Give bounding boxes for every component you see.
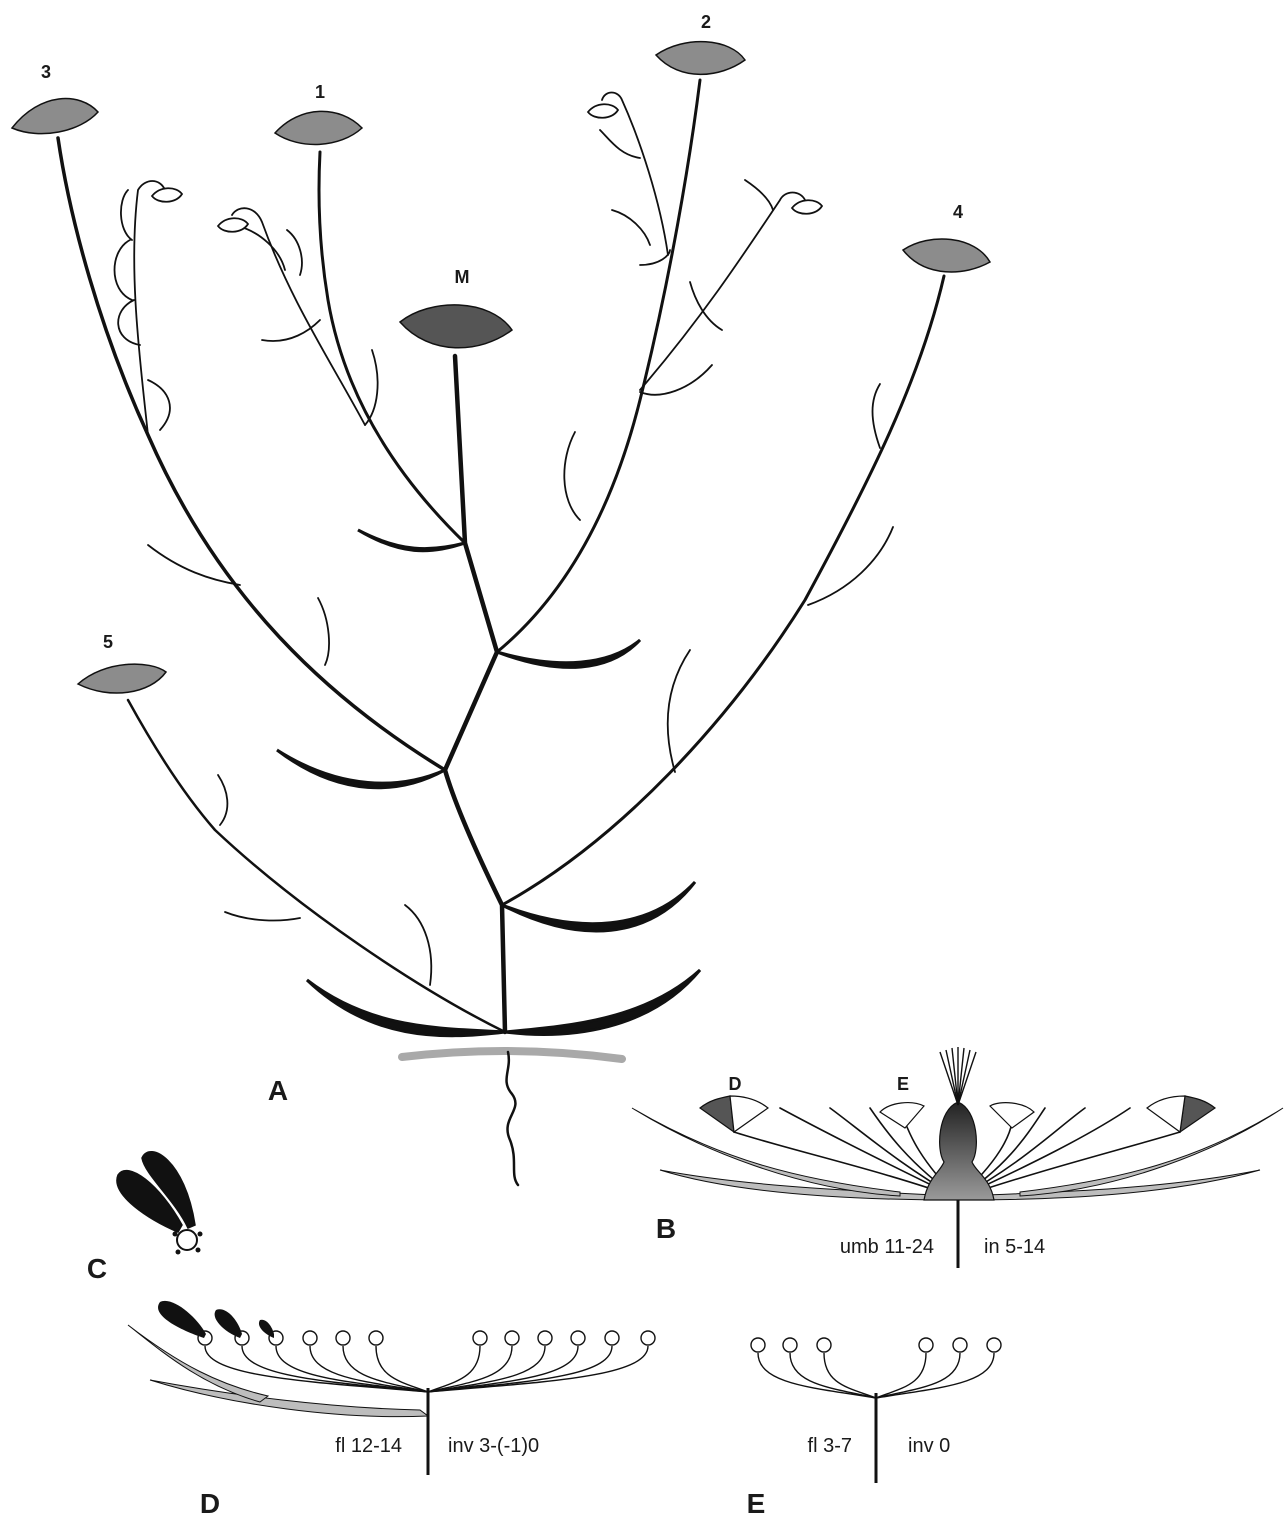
panel-e-caption-right: inv 0 <box>908 1435 950 1457</box>
panel-e-umbellet: fl 3-7 inv 0 E <box>747 1338 1001 1518</box>
panel-d-umbellet: fl 12-14 inv 3-(-1)0 D <box>128 1301 655 1518</box>
basal-bract-left <box>307 980 505 1036</box>
involucre-bract-right-2 <box>1020 1108 1283 1196</box>
main-stem <box>445 356 505 1032</box>
umbellet-d-flower <box>571 1331 585 1345</box>
umbellet-e-rays <box>751 1338 1001 1398</box>
umbel-b-center <box>924 1102 994 1200</box>
panel-b-umbel: D E umb 11-24 in 5-14 B <box>632 1047 1283 1268</box>
panel-label-a: A <box>268 1075 288 1106</box>
bract-m2 <box>497 640 640 667</box>
umbellet-d-rays <box>198 1331 655 1392</box>
umbellet-d-petal-3 <box>259 1320 274 1338</box>
sub-branch-2a <box>602 93 668 256</box>
umbel-label-main: M <box>455 267 470 287</box>
umbellet-d-flower <box>641 1331 655 1345</box>
panel-b-marker-e: E <box>897 1074 909 1094</box>
umbel-b-stamens <box>940 1047 976 1105</box>
umbel-label-4: 4 <box>953 202 963 222</box>
umbellet-e-flower <box>919 1338 933 1352</box>
insect-leg-dot <box>196 1248 201 1253</box>
insect-leg-dot <box>176 1250 181 1255</box>
panel-label-b: B <box>656 1213 676 1244</box>
branch-2 <box>497 80 700 652</box>
umbel-5-head <box>78 664 166 693</box>
small-bracts <box>115 130 894 985</box>
basal-bract-right <box>505 970 700 1034</box>
umbellet-e-flower <box>953 1338 967 1352</box>
umbellet-d-flower <box>473 1331 487 1345</box>
umbel-3-head <box>12 99 98 134</box>
sub-branch-1a <box>232 208 365 425</box>
insect-leg-dot <box>173 1232 178 1237</box>
branch-4 <box>502 276 944 905</box>
umbel-label-5: 5 <box>103 632 113 652</box>
panel-b-caption-right: in 5-14 <box>984 1236 1045 1258</box>
panel-label-c: C <box>87 1253 107 1284</box>
umbellet-d-flower <box>303 1331 317 1345</box>
bract-m1 <box>358 530 465 551</box>
umbel-b-marker-d-left <box>700 1096 768 1132</box>
panel-d-caption-left: fl 12-14 <box>335 1435 402 1457</box>
umbellet-e-flower <box>817 1338 831 1352</box>
umbel-b-marker-e-left <box>880 1103 924 1128</box>
branch-5 <box>128 700 505 1032</box>
insect-leg-dot <box>198 1232 203 1237</box>
sub-branch-3a <box>134 181 165 435</box>
panel-b-marker-d: D <box>729 1074 742 1094</box>
panel-b-caption-left: umb 11-24 <box>840 1236 934 1258</box>
umbel-1-head <box>275 111 362 144</box>
umbellet-d-flower <box>369 1331 383 1345</box>
panel-label-d: D <box>200 1488 220 1518</box>
umbellet-d-flower <box>538 1331 552 1345</box>
umbel-2-head <box>656 42 745 75</box>
panel-a-plant: 3 1 2 4 5 M A <box>12 12 990 1185</box>
flower-buds <box>152 104 822 232</box>
panel-d-caption-right: inv 3-(-1)0 <box>448 1435 539 1457</box>
umbellet-d-petal-1 <box>158 1301 206 1338</box>
umbel-4-head <box>903 239 990 272</box>
umbellet-d-flower <box>505 1331 519 1345</box>
panel-c-insect: C <box>87 1152 203 1284</box>
umbellet-e-flower <box>987 1338 1001 1352</box>
panel-e-caption-left: fl 3-7 <box>808 1435 852 1457</box>
umbellet-d-flower <box>605 1331 619 1345</box>
umbel-b-marker-e-right <box>990 1103 1034 1128</box>
involucre-bract-left-2 <box>632 1108 900 1196</box>
involucre-bract-right <box>958 1170 1260 1200</box>
involucre-bract-left <box>660 1170 958 1200</box>
umbel-label-2: 2 <box>701 12 711 32</box>
umbellet-e-flower <box>783 1338 797 1352</box>
branch-1 <box>319 152 465 543</box>
insect-body <box>177 1230 197 1250</box>
umbel-main-head <box>400 305 512 348</box>
umbel-label-3: 3 <box>41 62 51 82</box>
root <box>507 1052 518 1185</box>
umbellet-e-flower <box>751 1338 765 1352</box>
umbel-label-1: 1 <box>315 82 325 102</box>
ground-line <box>402 1051 622 1059</box>
umbellet-d-petal-2 <box>215 1309 242 1338</box>
umbel-b-marker-d-right <box>1147 1096 1215 1132</box>
umbellet-d-flower <box>336 1331 350 1345</box>
panel-label-e: E <box>747 1488 766 1518</box>
